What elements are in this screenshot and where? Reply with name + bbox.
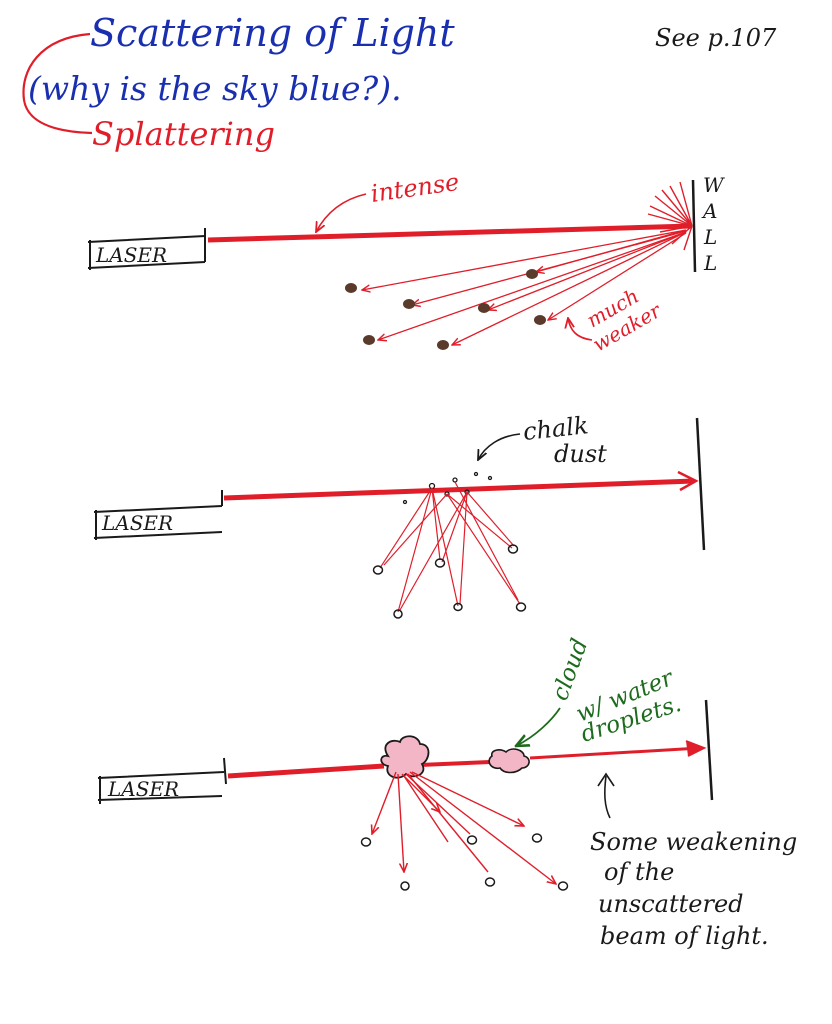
detector [507, 544, 519, 554]
molecule [403, 299, 415, 309]
dust-grain [428, 482, 436, 490]
dust-grain [473, 471, 479, 477]
caption: Some weakening of the unscattered beam o… [590, 828, 797, 950]
dust-scattered-rays [379, 481, 521, 613]
molecule [437, 340, 449, 350]
dust-grain [444, 491, 450, 497]
laser-box-1: LASER [87, 228, 206, 270]
detector [360, 837, 372, 847]
panel-1: LASER W A L L intense [87, 168, 725, 356]
dust-arrow [478, 433, 521, 460]
caption-line: of the [604, 858, 674, 886]
wall [704, 699, 714, 801]
label-intense: intense [369, 168, 461, 208]
detector [400, 881, 410, 891]
dust-detectors [372, 544, 527, 619]
laser-beam-mid [419, 760, 491, 767]
beam-arrowhead [677, 470, 699, 492]
title-bracket [22, 32, 93, 135]
laser-label: LASER [95, 243, 167, 267]
caption-arrowhead [597, 772, 615, 787]
panel-2: LASER chalk dust [93, 411, 706, 619]
page-reference: See p.107 [655, 24, 777, 52]
detector [453, 602, 463, 612]
weak-scattered-rays [362, 229, 687, 345]
laser-label: LASER [107, 777, 179, 801]
detector [393, 609, 403, 619]
dust-grain [487, 475, 493, 481]
cloud-large [380, 735, 430, 779]
cloud-arrow [516, 707, 561, 746]
intense-arrow [316, 193, 367, 232]
molecule [534, 315, 546, 325]
cloud-small [488, 748, 530, 774]
wall [695, 417, 706, 551]
label-chalk: chalk [522, 411, 590, 446]
caption-line: Some weakening [590, 828, 797, 856]
laser-box-2: LASER [93, 490, 223, 540]
molecule [478, 303, 490, 313]
detector [434, 558, 446, 568]
wall-letter: A [701, 199, 717, 223]
header: Scattering of Light (why is the sky blue… [22, 11, 777, 153]
detector [372, 565, 384, 575]
dust-grain [452, 477, 458, 483]
wall [691, 179, 697, 273]
beam-arrowhead [685, 740, 707, 757]
air-molecules [345, 269, 546, 350]
laser-beam-weak [529, 746, 701, 760]
label-cloud: cloud [547, 635, 593, 704]
laser-beam-strong [227, 763, 385, 779]
title-line-1: Scattering of Light [90, 11, 455, 55]
wall-letter: L [703, 251, 717, 275]
title-line-2: (why is the sky blue?). [28, 69, 402, 108]
detector [557, 881, 569, 891]
laser-beam [207, 223, 693, 243]
weak-arrow [568, 318, 593, 341]
molecule [526, 269, 538, 279]
molecule [363, 335, 375, 345]
label-dust: dust [554, 440, 607, 468]
laser-box-3: LASER [97, 757, 227, 804]
detector [484, 877, 496, 887]
wall-letter: L [703, 225, 717, 249]
dust-particles [402, 471, 493, 505]
cloud-detectors [360, 833, 569, 891]
panel-3: LASER cloud w/ water droplets. Some weak… [97, 635, 797, 950]
detector [466, 835, 478, 845]
title-alt: Splattering [92, 115, 275, 153]
caption-line: beam of light. [600, 922, 769, 950]
wall-letter: W [703, 173, 725, 197]
detector [515, 602, 527, 612]
cloud-scattered-rays [372, 771, 556, 884]
laser-label: LASER [101, 511, 173, 535]
caption-line: unscattered [598, 890, 744, 918]
wall-label: W A L L [701, 173, 725, 275]
dust-grain [402, 499, 408, 505]
molecule [345, 283, 357, 293]
detector [531, 833, 543, 843]
caption-arrow [604, 775, 611, 819]
